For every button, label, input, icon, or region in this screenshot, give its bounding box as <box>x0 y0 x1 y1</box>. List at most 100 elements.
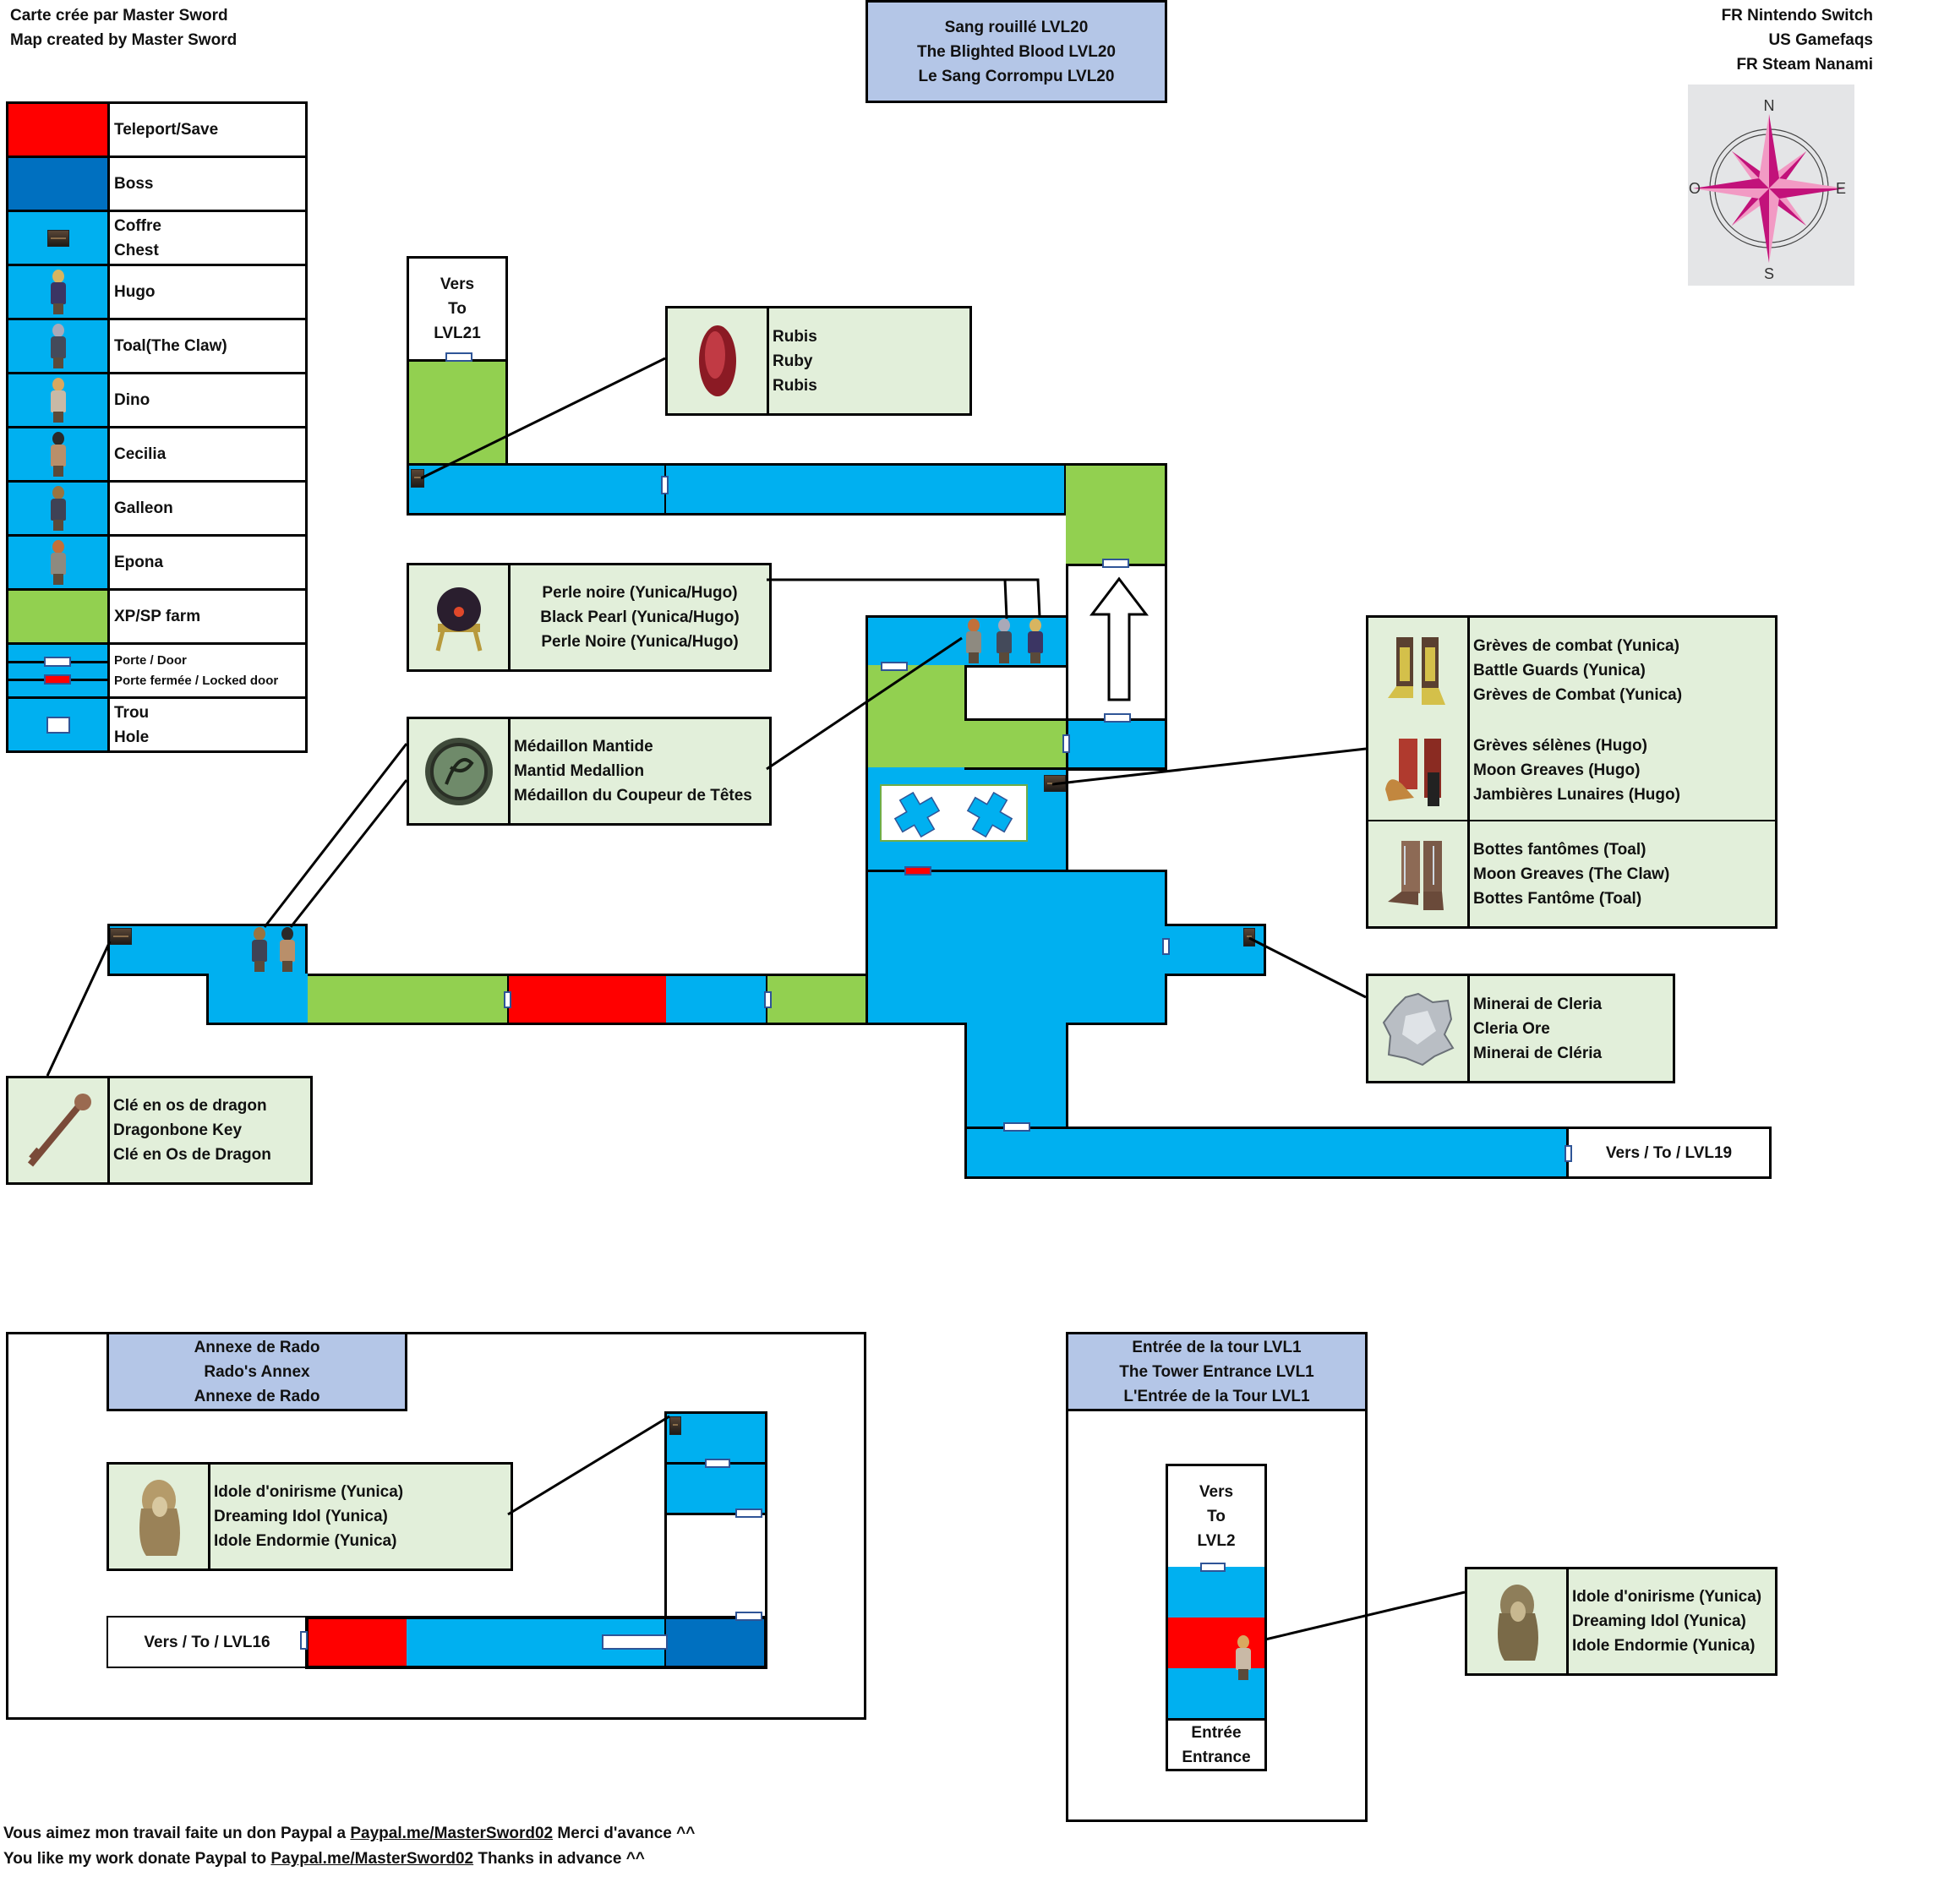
paypal-link[interactable]: Paypal.me/MasterSword02 <box>350 1825 554 1842</box>
door[interactable] <box>1200 1563 1226 1572</box>
door[interactable] <box>764 991 772 1008</box>
door[interactable] <box>300 1631 308 1650</box>
legend-label: Chest <box>114 241 159 259</box>
toal-icon <box>48 323 68 369</box>
footer-text: You like my work donate Paypal to <box>3 1850 271 1868</box>
paypal-link[interactable]: Paypal.me/MasterSword02 <box>270 1850 474 1868</box>
chest-icon[interactable] <box>1243 928 1255 947</box>
legend-label: Dino <box>114 391 150 409</box>
chest-icon[interactable] <box>1044 775 1066 792</box>
medallion-icon <box>424 737 493 805</box>
cecilia-icon[interactable] <box>277 927 298 973</box>
item-text: Minerai de Cleria <box>1473 995 1603 1013</box>
item-text: Battle Guards (Yunica) <box>1473 661 1646 679</box>
item-dreaming-idol-tower[interactable]: Idole d'onirisme (Yunica)Dreaming Idol (… <box>1465 1567 1778 1676</box>
credits: Carte crée par Master Sword Map created … <box>10 3 237 52</box>
connector-medallion-galleon <box>263 743 408 928</box>
door[interactable] <box>1003 1122 1030 1132</box>
legend-label: Galleon <box>114 499 173 517</box>
door[interactable] <box>504 991 511 1008</box>
farm-room-ne <box>1066 463 1167 566</box>
door[interactable] <box>1062 734 1070 753</box>
annex-teleport[interactable] <box>305 1616 407 1669</box>
item-text: Ruby <box>773 352 813 370</box>
chest-icon[interactable] <box>110 928 132 945</box>
chest-icon[interactable] <box>669 1416 681 1435</box>
exit-text: Vers / To / LVL19 <box>1605 1143 1733 1162</box>
galleon-icon <box>48 485 68 532</box>
arrow-up-icon <box>1089 576 1149 701</box>
item-text: Idole Endormie (Yunica) <box>1572 1637 1756 1655</box>
exit-lvl21[interactable]: Vers To LVL21 <box>407 256 508 362</box>
teleport-room[interactable] <box>507 974 666 1025</box>
legend-label: Epona <box>114 554 164 571</box>
legend-cecilia: Cecilia <box>6 428 308 483</box>
tower-entrance[interactable]: Entrée Entrance <box>1166 1718 1267 1771</box>
exit-text: Entrance <box>1182 1748 1251 1766</box>
item-black-pearl[interactable]: Perle noire (Yunica/Hugo)Black Pearl (Yu… <box>407 563 772 672</box>
dino-icon[interactable] <box>1233 1635 1253 1681</box>
door[interactable] <box>881 662 908 671</box>
footer-text: Vous aimez mon travail faite un don Payp… <box>3 1825 351 1842</box>
farm-swatch <box>8 591 110 642</box>
chest-icon[interactable] <box>411 469 424 488</box>
exit-lvl19[interactable]: Vers / To / LVL19 <box>1566 1127 1772 1179</box>
legend-label: Hugo <box>114 283 156 301</box>
item-text: Black Pearl (Yunica/Hugo) <box>540 608 740 626</box>
item-text: Rubis <box>773 327 817 346</box>
hugo-icon <box>48 269 68 315</box>
item-text: Moon Greaves (Hugo) <box>1473 761 1641 779</box>
door[interactable] <box>445 352 472 362</box>
door[interactable] <box>1104 713 1131 723</box>
door[interactable] <box>735 1612 762 1621</box>
hole[interactable] <box>602 1634 668 1650</box>
toal-icon[interactable] <box>994 619 1014 664</box>
legend-label: Cecilia <box>114 445 167 463</box>
south-shaft <box>964 1023 1068 1129</box>
epona-icon <box>48 539 68 586</box>
exit-text: To <box>1207 1508 1226 1525</box>
annex-title-en: Rado's Annex <box>204 1362 310 1381</box>
legend-label: Coffre <box>114 216 161 235</box>
annex-title-fr-alt: Annexe de Rado <box>194 1387 320 1405</box>
door[interactable] <box>1162 938 1170 955</box>
hugo-icon[interactable] <box>1025 619 1046 664</box>
door[interactable] <box>735 1508 762 1518</box>
legend-toal: Toal(The Claw) <box>6 320 308 374</box>
item-text: Perle Noire (Yunica/Hugo) <box>541 633 739 651</box>
footer-text: Merci d'avance ^^ <box>553 1825 696 1842</box>
item-battle-guards[interactable]: Grèves de combat (Yunica)Battle Guards (… <box>1366 615 1778 725</box>
door-icon <box>44 657 71 667</box>
door[interactable] <box>1565 1145 1572 1162</box>
item-text: Bottes Fantôme (Toal) <box>1473 889 1642 908</box>
door[interactable] <box>705 1459 730 1468</box>
chest-icon <box>46 229 69 247</box>
exit-lvl2[interactable]: Vers To LVL2 <box>1166 1464 1267 1569</box>
annex-title: Annexe de Rado Rado's Annex Annexe de Ra… <box>106 1332 407 1411</box>
door[interactable] <box>661 476 669 494</box>
farm-corridor-west <box>308 974 507 1025</box>
battle-guards-icon <box>1387 636 1445 705</box>
title-fr-alt: Le Sang Corrompu LVL20 <box>918 67 1115 85</box>
door-swatch <box>8 645 110 696</box>
exit-lvl16[interactable]: Vers / To / LVL16 <box>106 1616 308 1668</box>
connector-medallion-cecilia <box>289 779 408 928</box>
credit-en: Map created by Master Sword <box>10 31 238 49</box>
locked-door[interactable] <box>904 866 931 876</box>
epona-icon[interactable] <box>964 619 984 664</box>
footer-en: You like my work donate Paypal to Paypal… <box>3 1847 695 1872</box>
legend-teleport: Teleport/Save <box>6 101 308 158</box>
legend-epona: Epona <box>6 537 308 591</box>
item-dreaming-idol-annex[interactable]: Idole d'onirisme (Yunica)Dreaming Idol (… <box>106 1462 513 1571</box>
item-moon-greaves-toal[interactable]: Bottes fantômes (Toal)Moon Greaves (The … <box>1366 820 1778 929</box>
item-moon-greaves-hugo[interactable]: Grèves sélènes (Hugo)Moon Greaves (Hugo)… <box>1366 717 1778 825</box>
door[interactable] <box>1102 559 1129 568</box>
boss-swatch <box>8 158 110 210</box>
galleon-icon[interactable] <box>249 927 270 973</box>
